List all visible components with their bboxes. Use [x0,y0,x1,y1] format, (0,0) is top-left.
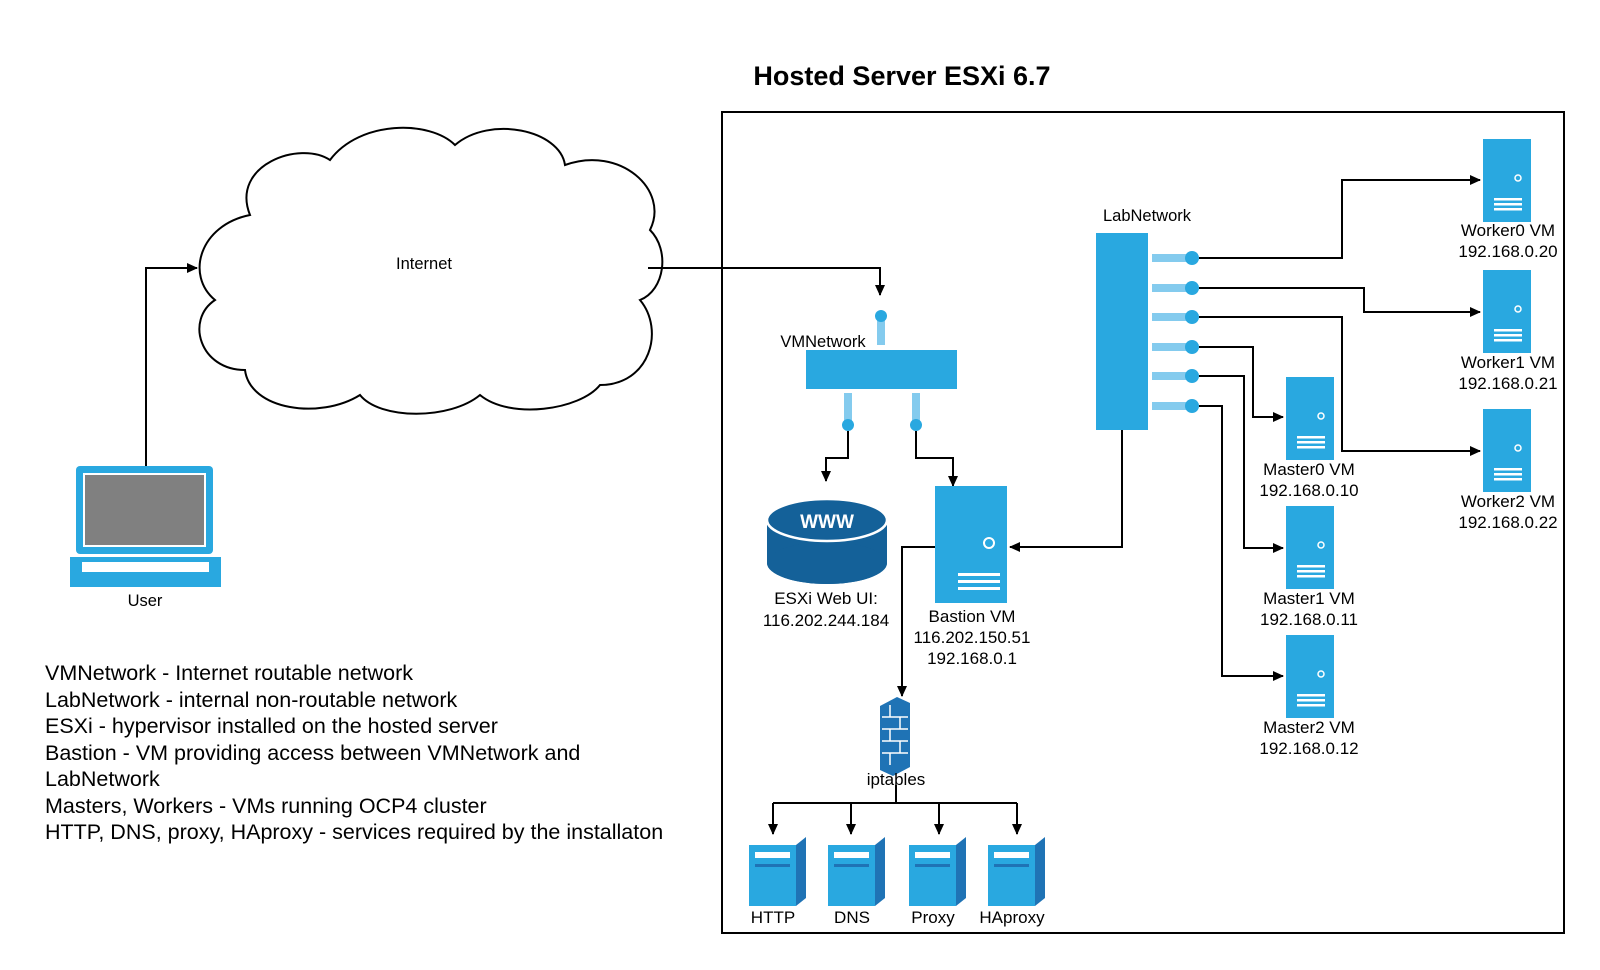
master0-label: Master0 VM [1263,460,1355,479]
hosted-server-boundary [721,111,1565,934]
service-label-dns: DNS [834,908,870,927]
worker0-label: Worker0 VM [1461,221,1555,240]
worker2-server-icon [1483,409,1531,492]
service-label-http: HTTP [751,908,795,927]
edge-vmnetwork-esxi-web [821,431,849,482]
esxi-web-ip: 116.202.244.184 [763,611,889,630]
master1-label: Master1 VM [1263,589,1355,608]
worker0-ip: 192.168.0.20 [1458,242,1557,261]
esxi-web-label: ESXi Web UI: [774,589,878,608]
user-label: User [128,592,163,610]
service-label-proxy: Proxy [911,908,955,927]
internet-label: Internet [396,255,452,273]
labnetwork-label: LabNetwork [1103,207,1192,225]
legend-item: Bastion - VM providing access between VM… [45,740,581,792]
proxy-server-icon [909,837,966,906]
haproxy-server-icon [988,837,1045,906]
master0-server-icon [1286,377,1334,460]
vmnetwork-label: VMNetwork [780,333,866,351]
legend-item: Masters, Workers - VMs running OCP4 clus… [45,793,487,818]
edge-iptables-services [768,785,1022,835]
bastion-ip-private: 192.168.0.1 [927,649,1017,668]
master2-label: Master2 VM [1263,718,1355,737]
edge-user-internet [145,263,198,466]
diagram-title: Hosted Server ESXi 6.7 [753,61,1050,91]
http-server-icon [749,837,806,906]
edge-vmnetwork-bastion [915,431,958,487]
legend-item: VMNetwork - Internet routable network [45,661,414,685]
bastion-ip-public: 116.202.150.51 [914,628,1031,647]
legend-item: LabNetwork - internal non-routable netwo… [45,687,458,712]
laptop-icon [70,466,221,587]
iptables-label: iptables [867,770,926,789]
www-database-icon: WWW [765,497,889,584]
worker2-label: Worker2 VM [1461,492,1555,511]
edge-bastion-iptables [897,546,935,697]
firewall-icon [880,697,910,776]
edge-internet-vmnetwork [648,267,885,296]
worker1-ip: 192.168.0.21 [1458,374,1557,393]
bastion-server-icon [935,486,1007,603]
legend-item: ESXi - hypervisor installed on the hoste… [45,714,498,738]
master0-ip: 192.168.0.10 [1259,481,1358,500]
cloud-icon [198,126,664,415]
legend-item: HTTP, DNS, proxy, HAproxy - services req… [45,820,664,844]
labnetwork-switch-icon [1096,233,1199,430]
worker1-server-icon [1483,270,1531,353]
edge-labnetwork-vms [1199,175,1481,681]
master2-ip: 192.168.0.12 [1259,739,1358,758]
master2-server-icon [1286,635,1334,718]
master1-ip: 192.168.0.11 [1260,610,1358,629]
legend: VMNetwork - Internet routable network La… [45,660,705,846]
bastion-label: Bastion VM [929,607,1016,626]
dns-server-icon [828,837,885,906]
vmnetwork-switch-icon [806,310,957,431]
www-icon-text: WWW [800,512,854,533]
edge-labnetwork-bastion [1009,430,1123,552]
master1-server-icon [1286,506,1334,589]
worker2-ip: 192.168.0.22 [1458,513,1557,532]
service-label-haproxy: HAproxy [979,908,1045,927]
worker0-server-icon [1483,139,1531,222]
worker1-label: Worker1 VM [1461,353,1555,372]
